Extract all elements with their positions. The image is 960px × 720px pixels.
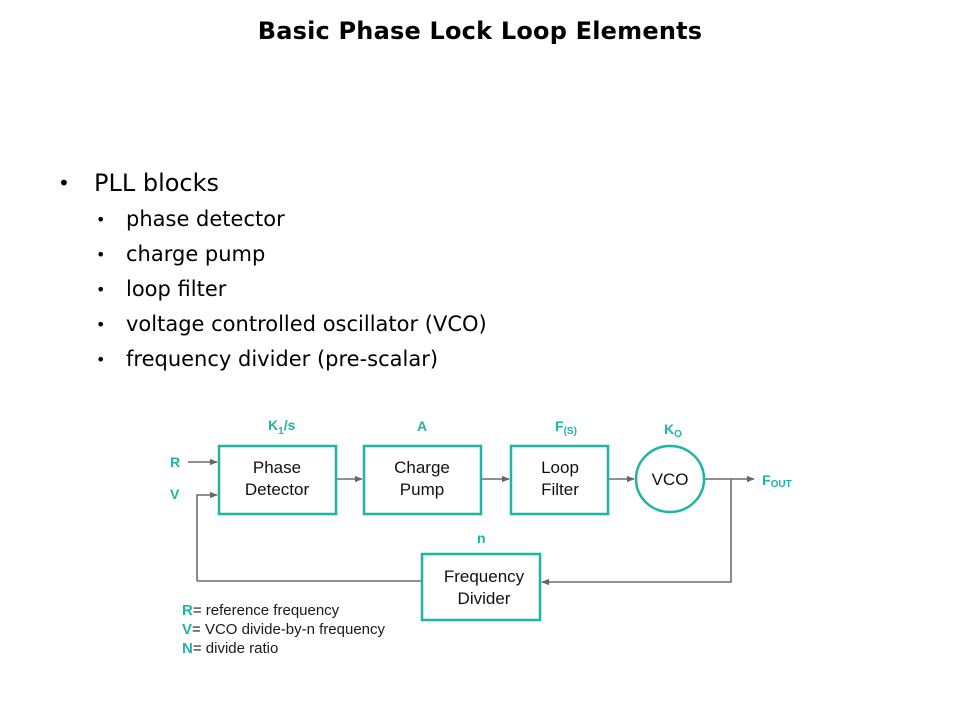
vco-block — [634, 444, 706, 514]
input-v-label: V — [170, 486, 180, 502]
frequency-divider-label-1: Frequency — [444, 567, 525, 586]
legend-key: N — [182, 640, 193, 657]
bullet-icon: • — [96, 245, 106, 264]
input-r-label: R — [170, 454, 180, 470]
charge-pump-label-1: Charge — [394, 458, 450, 477]
bullet-icon: • — [96, 350, 106, 369]
frequency-divider-label-2: Divider — [458, 589, 511, 608]
legend-item: R= reference frequency — [182, 601, 385, 620]
feedback-v-arrow — [196, 491, 218, 581]
output-fout-label: FOUT — [762, 472, 792, 490]
legend: R= reference frequency V= VCO divide-by-… — [182, 601, 385, 658]
phase-detector-block — [217, 444, 338, 516]
loop-filter-block — [509, 444, 610, 516]
legend-key: V — [182, 621, 193, 638]
bullet-icon: • — [96, 210, 106, 229]
divider-ratio-label: n — [477, 530, 486, 546]
charge-pump-block — [362, 444, 483, 516]
vco-gain: KO — [664, 421, 682, 440]
bullet-icon: • — [96, 280, 106, 299]
bullet-item: • frequency divider (pre-scalar) — [58, 342, 487, 377]
legend-item: V= VCO divide-by-n frequency — [182, 620, 385, 639]
bullet-icon: • — [96, 315, 106, 334]
bullet-item-text: loop filter — [126, 277, 227, 301]
vco-label: VCO — [652, 470, 689, 489]
charge-pump-label-2: Pump — [400, 480, 444, 499]
bullet-item: • phase detector — [58, 202, 487, 237]
phase-detector-label-1: Phase — [253, 458, 301, 477]
legend-item: N= divide ratio — [182, 639, 385, 658]
bullet-item-text: voltage controlled oscillator (VCO) — [126, 312, 487, 336]
bullet-heading-text: PLL blocks — [94, 169, 220, 197]
legend-text: = divide ratio — [192, 640, 279, 657]
legend-text: = reference frequency — [192, 602, 340, 619]
legend-key: R — [182, 602, 193, 619]
bullet-list: • PLL blocks • phase detector • charge p… — [58, 166, 487, 377]
bullet-item-text: charge pump — [126, 242, 266, 266]
loop-filter-label-2: Filter — [541, 480, 579, 499]
bullet-item-text: frequency divider (pre-scalar) — [126, 347, 439, 371]
phase-detector-label-2: Detector — [245, 480, 310, 499]
bullet-icon: • — [58, 171, 70, 195]
bullet-item: • loop filter — [58, 272, 487, 307]
phase-detector-gain: K1/s — [268, 417, 296, 437]
frequency-divider-block — [420, 552, 542, 622]
bullet-item: • charge pump — [58, 237, 487, 272]
slide-title: Basic Phase Lock Loop Elements — [257, 17, 703, 45]
legend-text: = VCO divide-by-n frequency — [192, 621, 386, 638]
bullet-item: • voltage controlled oscillator (VCO) — [58, 307, 487, 342]
bullet-item-text: phase detector — [126, 207, 285, 231]
output-to-divider-arrow — [541, 479, 732, 586]
loop-filter-gain: F(S) — [555, 418, 577, 437]
bullet-heading: • PLL blocks — [58, 166, 487, 202]
charge-pump-gain: A — [417, 418, 427, 434]
loop-filter-label-1: Loop — [541, 458, 579, 477]
